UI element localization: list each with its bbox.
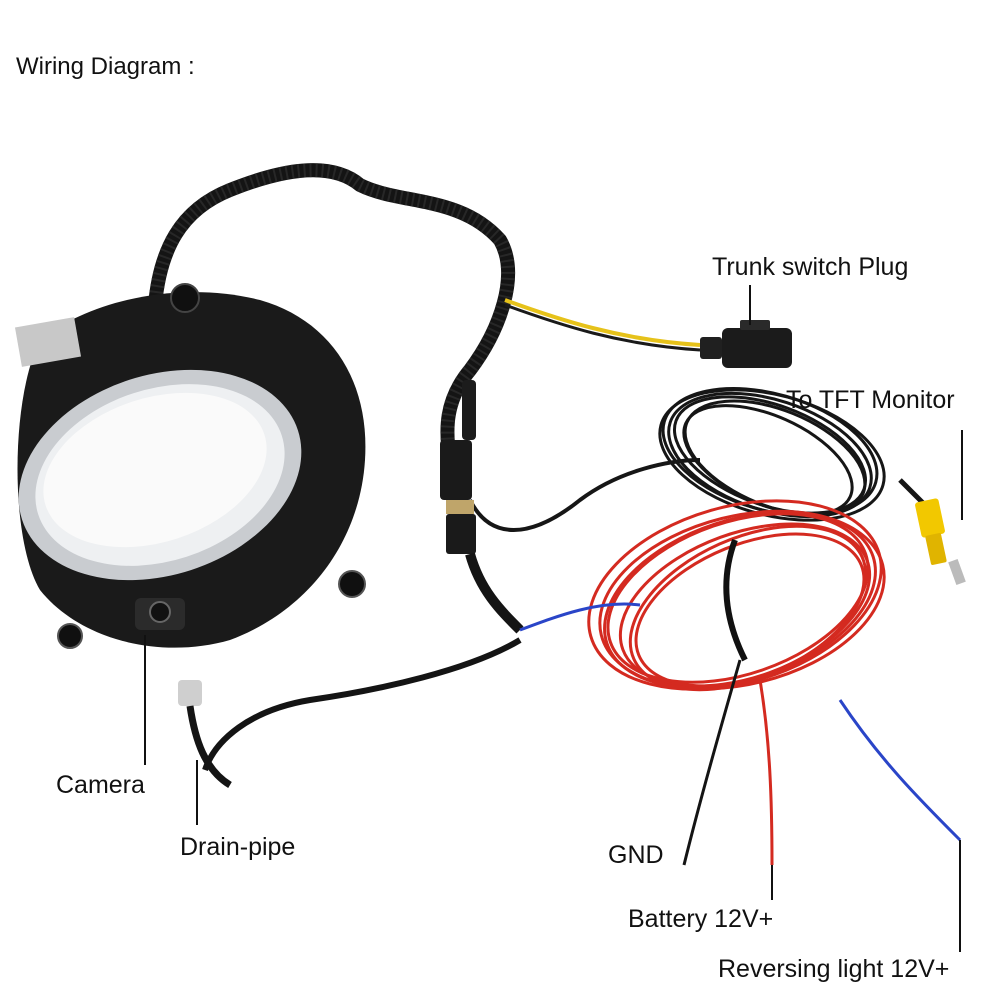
camera-housing <box>14 283 366 649</box>
reversing-light-label: Reversing light 12V+ <box>718 955 950 983</box>
drain-pipe <box>178 680 232 788</box>
harness-connectors <box>440 380 524 634</box>
trunk-switch-label: Trunk switch Plug <box>712 253 909 281</box>
gnd-label: GND <box>608 841 664 869</box>
rca-connector <box>898 478 966 585</box>
camera-label: Camera <box>56 771 145 799</box>
tft-monitor-label: To TFT Monitor <box>786 386 955 414</box>
gnd-wire-black <box>682 659 742 866</box>
diagram-title: Wiring Diagram : <box>16 53 195 80</box>
reversing-wire-blue <box>838 699 962 842</box>
drain-pipe-label: Drain-pipe <box>180 833 296 861</box>
trunk-switch-plug <box>700 320 792 368</box>
red-wire-coil <box>587 499 886 692</box>
trunk-wire-yellow <box>504 298 701 347</box>
battery-wire-red <box>758 679 774 866</box>
battery-label: Battery 12V+ <box>628 905 774 933</box>
